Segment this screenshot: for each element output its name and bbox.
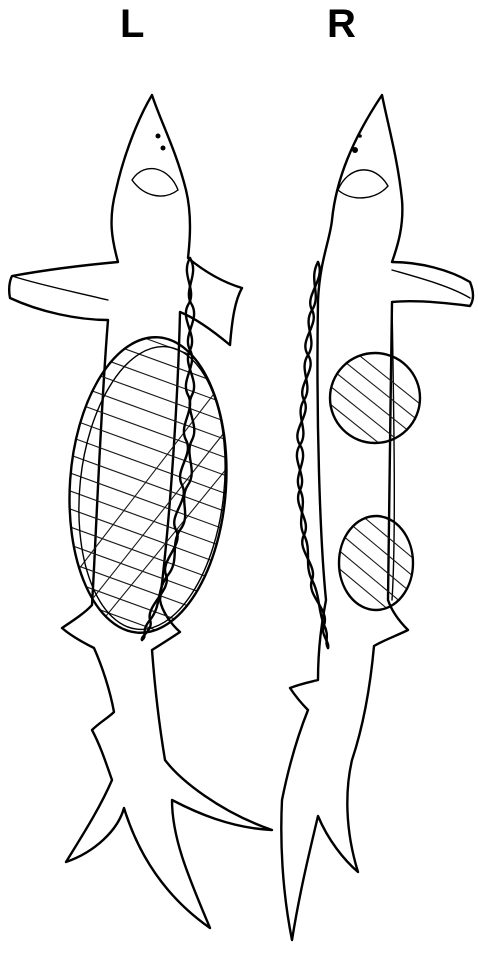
right-lateral-line [297,262,328,648]
right-shark-outline [281,95,473,940]
right-upper-lesion [320,324,420,494]
left-side-label: L [120,4,144,44]
right-side-label: R [327,4,356,44]
left-shark-outline [9,95,272,928]
right-lower-lesion [330,489,420,636]
left-lateral-line [142,258,195,640]
